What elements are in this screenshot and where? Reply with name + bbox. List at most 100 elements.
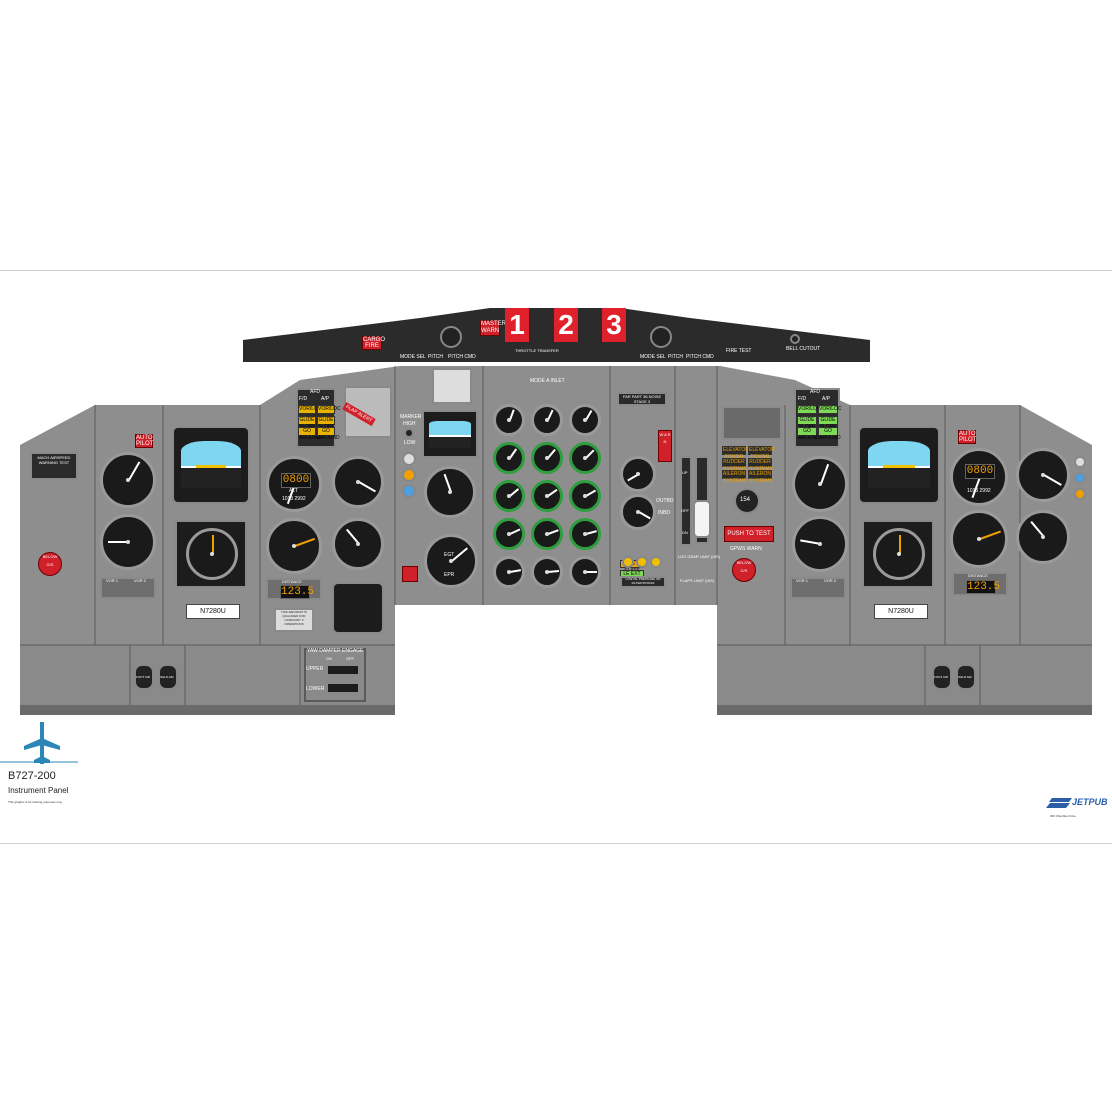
- pitch-cmd-label-right: PITCH CMD: [686, 354, 714, 360]
- gear-lever-handle[interactable]: [693, 500, 711, 538]
- vor2-label-right: VOR 2: [824, 578, 837, 583]
- system-lamp-6: AILERON SYSTEMS: [748, 470, 773, 484]
- auto-pilot-light-left: AUTO PILOT: [135, 434, 154, 448]
- vor-adf-switch-left[interactable]: [100, 577, 156, 599]
- engine-gauge-r2-c1: [493, 442, 525, 474]
- bell-cutout-label: BELL CUTOUT: [786, 346, 821, 352]
- engine-3-fire-handle[interactable]: 3: [602, 308, 626, 342]
- engine-1-fire-handle[interactable]: 1: [505, 308, 529, 342]
- shoulder-air-knob-left[interactable]: [158, 664, 178, 690]
- engine-gauge-r2-c3: [569, 442, 601, 474]
- mode-sel-label-right: MODE SEL: [640, 354, 666, 360]
- system-lamp-3: RUDDER SYSTEMS: [722, 458, 747, 472]
- master-warn-button[interactable]: MASTER WARN: [480, 320, 507, 336]
- yaw-upper-switch[interactable]: [326, 664, 360, 676]
- cargo-fire-button[interactable]: CARGO FIRE: [362, 336, 386, 350]
- system-lamp-4: RUDDER SYSTEMS: [748, 458, 773, 472]
- pitch-label-left: PITCH: [428, 354, 443, 360]
- vor-loc-lamp-left-2: VOR/LOC: [317, 405, 341, 414]
- engine-gauge-r1-c2: [531, 404, 563, 436]
- airplane-logo: [24, 722, 60, 764]
- pitch-label-right: PITCH: [668, 354, 683, 360]
- brake-pressure-gauge: [620, 456, 656, 492]
- gear-limits-label: LDG GEAR LIMIT (IAS): [678, 554, 721, 559]
- rmi-right: [950, 510, 1008, 568]
- shoulder-air-knob-right[interactable]: [956, 664, 976, 690]
- center-red-switch[interactable]: [402, 566, 418, 582]
- below-gs-button-right[interactable]: BELOW G/S: [732, 558, 756, 582]
- cat2-placard: [274, 608, 314, 632]
- clock-right: [1016, 510, 1070, 564]
- amber-lamp-2: [636, 556, 648, 568]
- system-lamp-1: ELEVATOR POWER: [722, 446, 749, 460]
- engine-instrument-left: [332, 582, 384, 634]
- vor1-label-left: VOR 1: [106, 578, 119, 583]
- foot-air-knob-right[interactable]: [932, 664, 952, 690]
- foot-air-knob-left[interactable]: [134, 664, 154, 690]
- outbd-label: OUTBD: [656, 498, 674, 504]
- red-warning-handle[interactable]: W A R N: [658, 430, 672, 462]
- engine-gauge-r5-c2: [531, 556, 563, 588]
- below-gs-button-left[interactable]: BELOW G/S: [38, 552, 62, 576]
- gs-lamp-left-2: GLIDE SLOPE: [317, 416, 335, 430]
- marker-switch[interactable]: [404, 428, 414, 438]
- radio-altimeter-left: [332, 456, 384, 508]
- tail-number-right: N7280U: [874, 604, 928, 619]
- marker-light-amber: [402, 468, 416, 482]
- altimeter-left: [266, 456, 322, 512]
- distance-readout-left: 123.5: [280, 585, 315, 599]
- yaw-on-label: ON: [326, 656, 332, 661]
- gear-dn-label: DN: [682, 530, 688, 535]
- yaw-off-label: OFF: [346, 656, 354, 661]
- gpws-warn-label: GPWS WARN: [730, 546, 762, 552]
- vor1-label-right: VOR 1: [796, 578, 809, 583]
- radio-altimeter-right: [1016, 448, 1070, 502]
- gear-lever-slot: [680, 456, 692, 546]
- distance-label-left: DISTANCE: [282, 579, 302, 584]
- vor-loc-lamp-left: VOR/LOC: [298, 405, 322, 414]
- right-placard-box: [722, 406, 782, 440]
- vor2-label-left: VOR 2: [134, 578, 147, 583]
- vor-adf-switch-right[interactable]: [790, 577, 846, 599]
- baro-setting-right: 1013 2992: [967, 488, 991, 494]
- engine-2-fire-handle[interactable]: 2: [554, 308, 578, 342]
- vor-loc-lamp-right-2: VOR/LOC: [818, 405, 842, 414]
- mode-sel-knob-left[interactable]: [440, 326, 462, 348]
- system-lamp-2: ELEVATOR POWER: [748, 446, 775, 460]
- ga-lamp-right: GO AROUND: [797, 427, 820, 441]
- foot-air-label-right: FOOT AIR: [934, 675, 948, 679]
- standby-altimeter: [424, 466, 476, 518]
- bell-cutout-button[interactable]: [790, 334, 800, 344]
- distance-label-right: DISTANCE: [968, 573, 988, 578]
- altitude-readout-right: 0800: [965, 464, 995, 479]
- pitch-cmd-label-left: PITCH CMD: [448, 354, 476, 360]
- right-light-blue: [1074, 472, 1086, 484]
- push-to-test-button[interactable]: PUSH TO TEST: [724, 526, 774, 542]
- shoulder-air-label-right: SHLD AIR: [958, 675, 972, 679]
- brand-address: 300 Cheshire Drive: [1050, 814, 1076, 818]
- tail-number-left: N7280U: [186, 604, 240, 619]
- shoulder-air-label-left: SHLD AIR: [160, 675, 174, 679]
- yaw-lower-switch[interactable]: [326, 682, 360, 694]
- marker-light-blue: [402, 484, 416, 498]
- yaw-damper-label: YAW DAMPER ENGAGE: [307, 648, 364, 654]
- cat2-label: THIS AIRCRAFT IS QUALIFIED FOR CATEGORY …: [280, 610, 308, 626]
- hsi-compass-left: [186, 528, 238, 580]
- ga-lamp-right-2: GO AROUND: [818, 427, 841, 441]
- flaps-limits-label: FLAPS LIMIT (IAS): [680, 578, 715, 583]
- engine-gauge-r3-c3: [569, 480, 601, 512]
- noise-placard-label: FAR PART 36 NOISE STAGE 3: [622, 394, 662, 404]
- mode-sel-knob-right[interactable]: [650, 326, 672, 348]
- throttle-transfer-label: THROTTLE TRANSFER: [515, 348, 559, 353]
- gs-lamp-right: GLIDE SLOPE: [797, 416, 817, 430]
- right-light-amber: [1074, 488, 1086, 500]
- speed-bug-knob[interactable]: [734, 488, 760, 514]
- clock-left: [332, 518, 384, 570]
- fire-test-label: FIRE TEST: [726, 348, 752, 354]
- attitude-director-right: [858, 426, 940, 504]
- poster-disclaimer: This graphic is for training purposes on…: [8, 800, 62, 804]
- ga-lamp-left: GO AROUND: [298, 427, 321, 441]
- standby-airspeed: [424, 534, 478, 588]
- vor-loc-lamp-right: VOR/LOC: [797, 405, 821, 414]
